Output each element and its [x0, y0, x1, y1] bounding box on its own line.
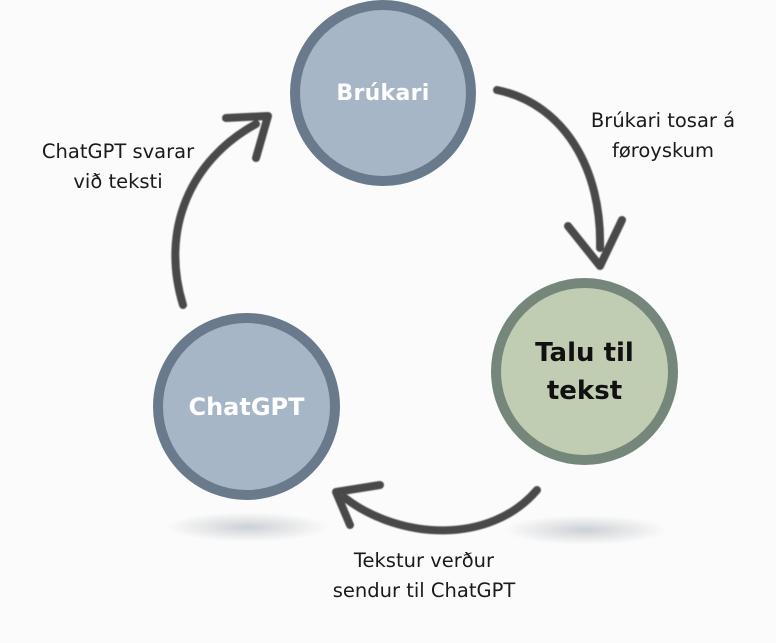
- node-speech-to-text: Talu til tekst: [491, 278, 678, 465]
- edge-label-user-to-stt-line-1: Brúkari tosar á: [590, 109, 736, 132]
- node-user-label: Brúkari: [336, 80, 430, 106]
- node-stt-label: Talu til tekst: [535, 334, 634, 410]
- edge-label-stt-to-chatgpt-line-1: Tekstur verður: [353, 549, 495, 572]
- node-shadow-chatgpt: [165, 512, 330, 542]
- node-stt-label-line-1: Talu til: [535, 337, 634, 368]
- edge-label-stt-to-chatgpt-line-2: sendur til ChatGPT: [332, 579, 516, 602]
- edge-label-stt-to-chatgpt: Tekstur verður sendur til ChatGPT: [318, 546, 530, 606]
- node-shadow-stt: [503, 515, 668, 545]
- edge-label-chatgpt-to-user-line-2: við teksti: [73, 170, 163, 193]
- edge-label-chatgpt-to-user-line-1: ChatGPT svarar: [41, 140, 195, 163]
- edge-label-chatgpt-to-user: ChatGPT svarar við teksti: [18, 137, 218, 197]
- arrow-stt-to-chatgpt: [332, 481, 541, 535]
- node-user: Brúkari: [290, 0, 476, 186]
- edge-label-user-to-stt-line-2: føroyskum: [611, 139, 715, 162]
- arrow-user-to-stt: [493, 86, 626, 270]
- node-chatgpt: ChatGPT: [153, 313, 340, 500]
- arrow-chatgpt-to-user: [171, 112, 272, 309]
- node-stt-label-line-2: tekst: [546, 375, 623, 406]
- edge-label-user-to-stt: Brúkari tosar á føroyskum: [578, 106, 748, 166]
- node-chatgpt-label: ChatGPT: [188, 392, 305, 421]
